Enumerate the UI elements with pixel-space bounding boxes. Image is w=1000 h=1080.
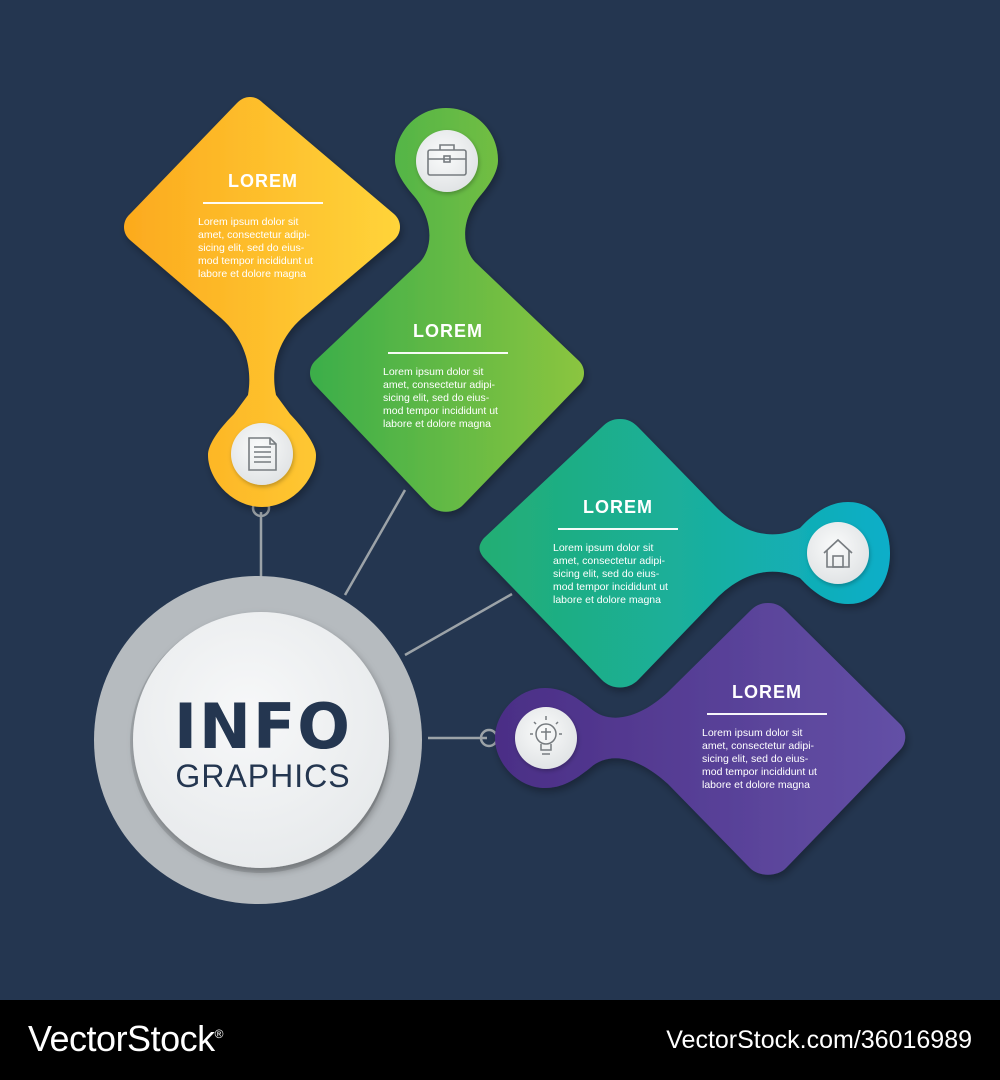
body-line: Lorem ipsum dolor sit <box>198 216 299 228</box>
card-teal-shape <box>479 419 890 688</box>
card-purple-text: LOREM Lorem ipsum dolor sit amet, consec… <box>702 682 832 792</box>
card-yellow-text: LOREM Lorem ipsum dolor sit amet, consec… <box>198 171 328 281</box>
card-teal-divider <box>558 528 678 530</box>
card-green-text: LOREM Lorem ipsum dolor sit amet, consec… <box>383 321 513 431</box>
card-purple-body: Lorem ipsum dolor sit amet, consectetur … <box>702 727 832 792</box>
badges <box>231 130 869 769</box>
card-purple-title: LOREM <box>732 682 802 702</box>
watermark-bar: VectorStock® VectorStock.com/36016989 <box>0 1000 1000 1080</box>
body-line: sicing elit, sed do eius- <box>553 568 660 580</box>
body-line: labore et dolore magna <box>702 779 810 791</box>
card-teal-body: Lorem ipsum dolor sit amet, consectetur … <box>553 542 683 607</box>
badge-yellow <box>231 423 293 485</box>
body-line: labore et dolore magna <box>383 418 491 430</box>
card-yellow-divider <box>203 202 323 204</box>
card-teal-text: LOREM Lorem ipsum dolor sit amet, consec… <box>553 497 683 607</box>
center-subtitle: GRAPHICS <box>175 758 351 794</box>
body-line: Lorem ipsum dolor sit <box>553 542 654 554</box>
card-green-divider <box>388 352 508 354</box>
badge-teal <box>807 522 869 584</box>
diagram-graphics <box>94 97 906 904</box>
center-title: INFO <box>173 690 352 763</box>
lightbulb-icon <box>530 716 562 755</box>
briefcase-icon <box>427 144 467 176</box>
card-green-body: Lorem ipsum dolor sit amet, consectetur … <box>383 366 513 431</box>
body-line: labore et dolore magna <box>553 594 661 606</box>
body-line: labore et dolore magna <box>198 268 306 280</box>
center-inner-disc <box>133 612 389 868</box>
infographic-canvas: LOREM Lorem ipsum dolor sit amet, consec… <box>0 0 1000 1000</box>
body-line: sicing elit, sed do eius- <box>198 242 305 254</box>
card-yellow-shape <box>124 97 400 507</box>
connector-green <box>343 489 407 596</box>
connector-lines <box>251 489 513 748</box>
document-icon <box>248 437 277 471</box>
body-line: mod tempor incididunt ut <box>383 405 498 417</box>
body-line: Lorem ipsum dolor sit <box>383 366 484 378</box>
card-purple-divider <box>707 713 827 715</box>
watermark-registered-mark: ® <box>214 1027 224 1041</box>
body-line: Lorem ipsum dolor sit <box>702 727 803 739</box>
watermark-brand: VectorStock® <box>28 1018 223 1060</box>
body-line: sicing elit, sed do eius- <box>702 753 809 765</box>
center-circle <box>94 576 422 904</box>
card-green-title: LOREM <box>413 321 483 341</box>
body-line: mod tempor incididunt ut <box>702 766 817 778</box>
body-line: mod tempor incididunt ut <box>198 255 313 267</box>
card-green-shape <box>310 108 584 512</box>
body-line: sicing elit, sed do eius- <box>383 392 490 404</box>
card-yellow-body: Lorem ipsum dolor sit amet, consectetur … <box>198 216 328 281</box>
body-line: mod tempor incididunt ut <box>553 581 668 593</box>
watermark-url: VectorStock.com/36016989 <box>666 1026 972 1054</box>
card-purple-shape <box>495 603 906 875</box>
home-icon <box>823 538 853 568</box>
body-line: amet, consectetur adipi- <box>702 740 815 752</box>
watermark-brand-text: VectorStock <box>28 1018 215 1059</box>
body-line: amet, consectetur adipi- <box>383 379 496 391</box>
badge-green <box>416 130 478 192</box>
body-line: amet, consectetur adipi- <box>553 555 666 567</box>
body-line: amet, consectetur adipi- <box>198 229 311 241</box>
connector-teal <box>404 592 513 657</box>
card-yellow-title: LOREM <box>228 171 298 191</box>
card-teal-title: LOREM <box>583 497 653 517</box>
